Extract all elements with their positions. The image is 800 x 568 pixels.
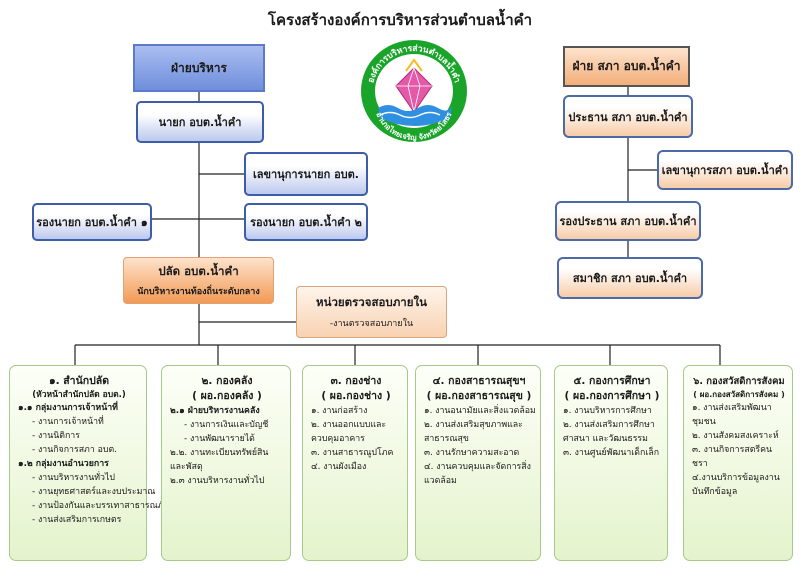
internal-audit-subtitle: -งานตรวจสอบภายใน	[329, 319, 414, 329]
department-items: ๑. งานก่อสร้าง๒. งานออกแบบและควบคุมอาคาร…	[311, 404, 401, 474]
department-subtitle: ( ผอ.กองสาธารณสุข )	[426, 390, 532, 402]
admin-head-box: ฝ่ายบริหาร	[133, 44, 265, 92]
department-item: ๒.๓ งานบริหารงานทั่วไป	[170, 476, 265, 486]
council-president-label: ประธาน สภา อบต.น้ำคำ	[568, 110, 688, 124]
department-title: ๓. กองช่าง	[330, 375, 382, 387]
department-items: ๑. งานส่งเสริมพัฒนาชุมชน๒. งานสังคมสงเคร…	[692, 401, 786, 499]
deputy-mayor-1-box: รองนายก อบต.น้ำคำ ๑	[32, 203, 152, 241]
mayor-label: นายก อบต.น้ำคำ	[158, 116, 242, 129]
council-vice-president-label: รองประธาน สภา อบต.น้ำคำ	[559, 215, 697, 228]
department-item: ๔.งานบริการข้อมูลงานบันทึกข้อมูล	[692, 473, 780, 497]
department-item: ๒.๑ ฝ่ายบริหารงานคลัง	[170, 406, 260, 416]
department-item: ๔. งานผังเมือง	[311, 462, 367, 472]
department-subtitle: ( ผอ.กองการศึกษา )	[564, 390, 660, 402]
admin-head-label: ฝ่ายบริหาร	[171, 60, 227, 75]
department-box-5: ๕. กองการศึกษา ( ผอ.กองการศึกษา ) ๑. งาน…	[554, 365, 668, 561]
council-member-label: สมาชิก สภา อบต.น้ำคำ	[572, 272, 688, 285]
council-member-box: สมาชิก สภา อบต.น้ำคำ	[557, 257, 703, 299]
department-item: - งานพัฒนารายได้	[184, 434, 255, 444]
department-items: ๑. งานบริหารการศึกษา๒. งานส่งเสริมการศึก…	[563, 404, 661, 460]
department-subtitle: (หัวหน้าสำนักปลัด อบต.)	[32, 390, 126, 400]
department-subtitle: ( ผอ.กองคลัง )	[192, 390, 262, 402]
department-item: - งานนิติการ	[32, 431, 80, 441]
department-item: ๑.๒ กลุ่มงานอำนวยการ	[18, 459, 109, 469]
department-item: - งานป้องกันและบรรเทาสาธารณภัย	[32, 501, 169, 511]
department-item: ๒. งานส่งเสริมสุขภาพและสาธารณสุข	[424, 420, 523, 444]
mayor-secretary-box: เลขานุการนายก อบต.	[244, 152, 368, 196]
internal-audit-title: หน่วยตรวจสอบภายใน	[316, 295, 427, 309]
council-secretary-label: เลขานุการสภา อบต.น้ำคำ	[661, 164, 789, 177]
palat-title: ปลัด อบต.น้ำคำ	[158, 264, 239, 278]
department-item: ๒. งานสังคมสงเคราะห์	[692, 431, 779, 441]
mayor-box: นายก อบต.น้ำคำ	[136, 101, 264, 143]
department-item: ๑. งานอนามัยและสิ่งแวดล้อม	[424, 406, 536, 416]
council-head-box: ฝ่าย สภา อบต.น้ำคำ	[563, 46, 690, 87]
mayor-secretary-label: เลขานุการนายก อบต.	[252, 168, 359, 181]
department-subtitle: ( ผอ.กองช่าง )	[321, 390, 391, 402]
department-item: - งานยุทธศาสตร์และงบประมาณ	[32, 487, 156, 497]
department-items: ๑. งานอนามัยและสิ่งแวดล้อม๒. งานส่งเสริม…	[424, 404, 536, 488]
department-item: ๓. งานศูนย์พัฒนาเด็กเล็ก	[563, 448, 660, 458]
palat-box: ปลัด อบต.น้ำคำ นักบริหารงานท้องถิ่นระดับ…	[123, 257, 274, 304]
organization-logo: องค์การบริหารส่วนตำบลน้ำคำ อำเภอไทยเจริญ…	[361, 40, 467, 142]
department-item: - งานกิจการสภา อบต.	[32, 445, 117, 455]
department-box-1: ๑. สำนักปลัด (หัวหน้าสำนักปลัด อบต.) ๑.๑…	[9, 365, 169, 561]
deputy-mayor-2-box: รองนายก อบต.น้ำคำ ๒	[244, 203, 368, 241]
department-item: ๒. งานส่งเสริมการศึกษา ศาสนา และวัฒนธรรม	[563, 420, 655, 444]
department-box-6: ๖. กองสวัสดิการสังคม ( ผอ.กองสวัสดิการสั…	[683, 365, 793, 561]
chart-title: โครงสร้างองค์การบริหารส่วนตำบลน้ำคำ	[267, 11, 533, 29]
palat-subtitle: นักบริหารงานท้องถิ่นระดับกลาง	[137, 287, 260, 297]
department-item: - งานส่งเสริมการเกษตร	[32, 515, 122, 525]
deputy-mayor-1-label: รองนายก อบต.น้ำคำ ๑	[36, 216, 148, 229]
department-title: ๔. กองสาธารณสุขฯ	[432, 375, 526, 387]
department-item: ๓. งานรักษาความสะอาด	[424, 448, 520, 458]
department-item: ๓. งานสาธารณูปโภค	[311, 448, 394, 458]
department-item: ๑. งานก่อสร้าง	[311, 406, 368, 416]
department-title: ๑. สำนักปลัด	[48, 375, 110, 387]
department-items: ๒.๑ ฝ่ายบริหารงานคลัง - งานการเงินและบัญช…	[170, 404, 284, 488]
department-item: ๔. งานควบคุมและจัดการสิ่งแวดล้อม	[424, 462, 531, 486]
department-box-4: ๔. กองสาธารณสุขฯ ( ผอ.กองสาธารณสุข ) ๑. …	[415, 365, 541, 561]
department-items: ๑.๑ กลุ่มงานการเจ้าหน้าที่ - งานการเจ้าหน…	[18, 401, 169, 527]
department-item: ๓. งานกิจการสตรีคนชรา	[692, 445, 773, 469]
department-item: ๑.๑ กลุ่มงานการเจ้าหน้าที่	[18, 403, 118, 413]
council-secretary-box: เลขานุการสภา อบต.น้ำคำ	[657, 150, 793, 190]
council-head-label: ฝ่าย สภา อบต.น้ำคำ	[572, 59, 681, 73]
internal-audit-box: หน่วยตรวจสอบภายใน -งานตรวจสอบภายใน	[296, 286, 447, 338]
department-item: ๒. งานออกแบบและควบคุมอาคาร	[311, 420, 387, 444]
council-vice-president-box: รองประธาน สภา อบต.น้ำคำ	[555, 201, 701, 241]
council-president-box: ประธาน สภา อบต.น้ำคำ	[563, 95, 693, 138]
department-item: - งานบริหารงานทั่วไป	[32, 473, 115, 483]
department-title: ๖. กองสวัสดิการสังคม	[693, 376, 785, 387]
department-box-2: ๒. กองคลัง ( ผอ.กองคลัง ) ๒.๑ ฝ่ายบริหาร…	[161, 365, 291, 561]
deputy-mayor-2-label: รองนายก อบต.น้ำคำ ๒	[250, 216, 362, 229]
department-item: - งานการเจ้าหน้าที่	[32, 417, 104, 427]
department-item: ๑. งานบริหารการศึกษา	[563, 406, 652, 416]
department-item: - งานการเงินและบัญชี	[184, 420, 269, 430]
department-title: ๕. กองการศึกษา	[573, 375, 651, 387]
department-item: ๒.๒. งานทะเบียนทรัพย์สินและพัสดุ	[170, 448, 269, 472]
department-subtitle: ( ผอ.กองสวัสดิการสังคม )	[693, 390, 785, 399]
department-item: ๑. งานส่งเสริมพัฒนาชุมชน	[692, 403, 772, 427]
department-box-3: ๓. กองช่าง ( ผอ.กองช่าง ) ๑. งานก่อสร้าง…	[302, 365, 408, 561]
department-title: ๒. กองคลัง	[201, 375, 253, 387]
